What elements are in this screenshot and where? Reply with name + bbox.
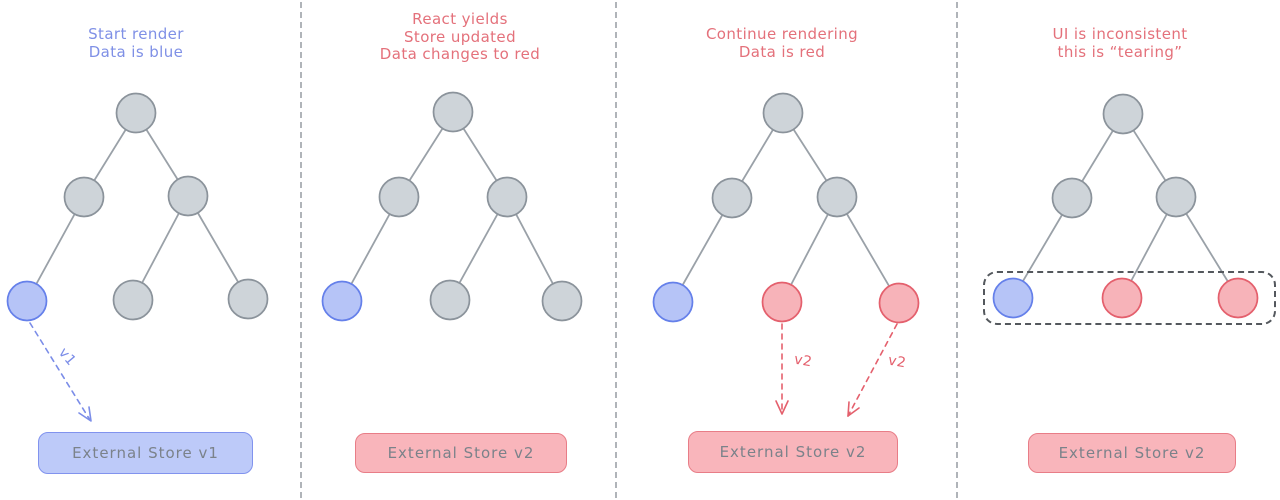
arrow-shaft	[847, 323, 898, 417]
tree-node-root	[115, 92, 157, 134]
panel-4-title: UI is inconsistent this is “tearing”	[1052, 25, 1188, 61]
arrow-head	[78, 406, 92, 422]
tree-node-right	[816, 176, 858, 218]
store-read-arrow-v1	[29, 322, 92, 422]
tree-node-left	[63, 176, 105, 218]
external-store-v2: External Store v2	[355, 433, 567, 473]
tree-node-leaf-right	[1217, 277, 1259, 319]
external-store-v2: External Store v2	[1028, 433, 1236, 473]
tree-node-leaf-right	[878, 282, 920, 324]
render-tree-2	[321, 91, 583, 322]
external-store-label: External Store v1	[72, 444, 219, 462]
panel-separator	[615, 2, 617, 498]
store-write-arrow-v2-left	[775, 323, 789, 415]
panel-separator	[300, 2, 302, 498]
tree-node-leaf-mid	[1101, 277, 1143, 319]
tree-node-leaf-right	[227, 278, 269, 320]
arrow-label-v2-left: v2	[792, 351, 814, 371]
arrow-label-v2-right: v2	[886, 352, 908, 372]
tree-node-right	[167, 175, 209, 217]
tree-node-left	[378, 176, 420, 218]
tree-node-leaf-mid	[112, 279, 154, 321]
arrow-shaft	[29, 322, 91, 421]
render-tree-4	[992, 93, 1259, 319]
tree-node-leaf-mid	[429, 279, 471, 321]
tree-node-left	[711, 177, 753, 219]
tree-node-right	[1155, 176, 1197, 218]
arrow-head	[775, 400, 789, 415]
external-store-label: External Store v2	[1058, 444, 1206, 462]
tearing-highlight-box	[983, 271, 1276, 325]
external-store-label: External Store v2	[719, 443, 867, 461]
tree-node-leaf-blue	[6, 280, 48, 322]
tree-node-root	[762, 92, 804, 134]
render-tree-1	[6, 92, 269, 322]
external-store-v1: External Store v1	[38, 432, 253, 474]
tree-node-right	[486, 176, 528, 218]
tree-node-leaf-blue	[321, 280, 363, 322]
panel-3-title: Continue rendering Data is red	[705, 25, 859, 61]
external-store-v2: External Store v2	[688, 431, 898, 473]
tree-edge	[836, 196, 900, 304]
tree-node-leaf-right	[541, 280, 583, 322]
render-tree-3	[652, 92, 920, 324]
store-write-arrow-v2-right	[847, 323, 898, 417]
arrow-head	[847, 401, 860, 417]
tree-node-leaf-blue	[652, 281, 694, 323]
tree-node-root	[432, 91, 474, 133]
external-store-label: External Store v2	[387, 444, 535, 462]
panel-1-title: Start render Data is blue	[88, 25, 184, 61]
tree-node-left	[1051, 177, 1093, 219]
tree-node-root	[1102, 93, 1144, 135]
panel-2-title: React yields Store updated Data changes …	[379, 10, 541, 63]
panel-separator	[956, 2, 958, 498]
tree-node-leaf-mid	[761, 281, 803, 323]
tree-node-leaf-blue	[992, 277, 1034, 319]
